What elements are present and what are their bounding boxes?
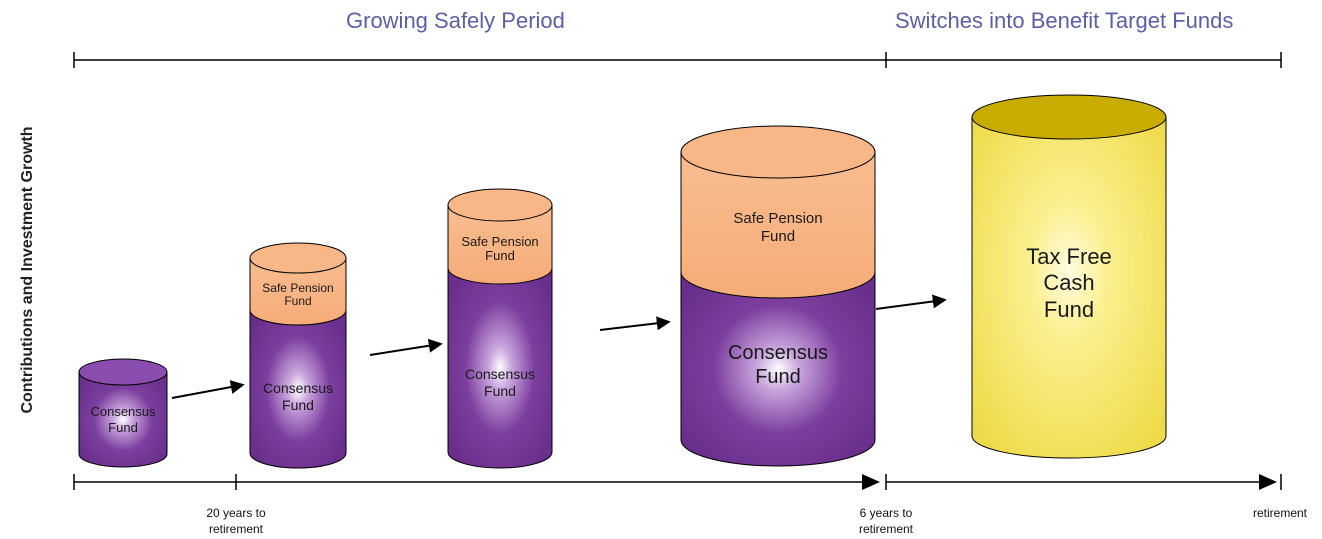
- label-line: Fund: [1043, 296, 1095, 322]
- arrow-1: [171, 380, 245, 399]
- timeline-arrowhead-retirement: [1259, 474, 1277, 490]
- label-line: Fund: [485, 248, 515, 264]
- label-line: Tax Free: [1026, 244, 1112, 269]
- label-line: Fund: [755, 366, 801, 388]
- cylinder-2: [249, 242, 347, 469]
- cylinder-1: [78, 358, 168, 468]
- tick-label-6-years: 6 years to retirement: [846, 505, 926, 537]
- arrow-2: [369, 338, 443, 356]
- cylinder-5-tax-free-label: Tax Free Cash Fund: [972, 244, 1166, 323]
- tick-label-20-years-line1: 20 years to: [206, 506, 266, 520]
- cylinder-1-consensus-label: Consensus Fund: [79, 404, 167, 435]
- phase-bracket-switches: [886, 52, 1282, 68]
- cylinder-4-consensus-label: Consensus Fund: [681, 341, 875, 389]
- label-line: Fund: [284, 294, 312, 309]
- label-line: Cash: [1043, 270, 1095, 296]
- arrow-4: [875, 294, 947, 310]
- label-line: Consensus: [90, 404, 156, 419]
- cylinder-4: [680, 125, 876, 467]
- label-line: Safe Pension: [461, 234, 539, 249]
- label-line: Fund: [108, 419, 138, 435]
- label-line: Fund: [760, 228, 796, 245]
- tick-label-20-years: 20 years to retirement: [196, 505, 276, 537]
- phase-bracket-growing: [73, 52, 887, 68]
- label-line: Fund: [282, 396, 314, 413]
- tick-label-retirement: retirement: [1252, 506, 1308, 520]
- cylinder-4-safe-pension-label: Safe Pension Fund: [681, 210, 875, 246]
- phase-title-growing: Growing Safely Period: [346, 8, 565, 33]
- tick-label-6-years-line1: 6 years to: [859, 506, 913, 520]
- label-line: Safe Pension: [733, 210, 823, 227]
- label-line: Safe Pension: [262, 281, 334, 295]
- cylinder-3-safe-pension-label: Safe Pension Fund: [448, 234, 552, 264]
- cylinder-3: [447, 188, 553, 469]
- timeline-axis: [73, 474, 1282, 490]
- label-line: Consensus: [727, 342, 829, 364]
- arrow-3: [599, 316, 671, 331]
- phase-title-switches: Switches into Benefit Target Funds: [895, 8, 1234, 33]
- y-axis-label: Contributions and Investment Growth: [19, 126, 36, 414]
- label-line: Consensus: [262, 380, 334, 396]
- label-line: Fund: [484, 382, 516, 399]
- cylinder-2-safe-pension-label: Safe Pension Fund: [250, 281, 346, 309]
- label-line: Consensus: [464, 366, 536, 382]
- tick-label-6-years-line2: retirement: [858, 522, 914, 536]
- cylinder-5: [971, 94, 1167, 459]
- cylinder-3-consensus-label: Consensus Fund: [448, 366, 552, 400]
- tick-label-20-years-line2: retirement: [208, 522, 264, 536]
- timeline-arrowhead-six-years: [862, 474, 880, 490]
- cylinder-2-consensus-label: Consensus Fund: [250, 380, 346, 414]
